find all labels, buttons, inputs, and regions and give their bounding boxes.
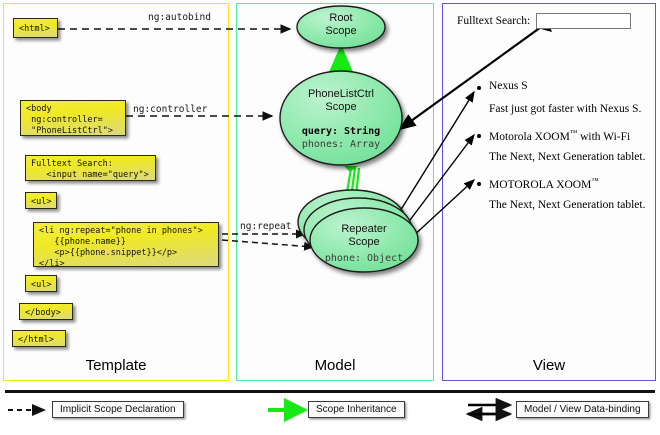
ng-repeat-label: ng:repeat (240, 221, 292, 232)
ellipse-root-scope (296, 5, 386, 49)
legend-model-view-data-binding[interactable]: Model / View Data-binding (516, 401, 649, 418)
repeater-scope-props: phone: Object (304, 253, 424, 266)
ellipse-repeater-scope-stack (297, 189, 419, 273)
view-item-name-2-text: MOTOROLA XOOM (489, 178, 592, 191)
phonelistctrl-scope-props: query: String phones: Array (281, 126, 401, 151)
legend-divider (5, 390, 655, 393)
view-item-name-1: Motorola XOOM™ with Wi-Fi (489, 128, 630, 143)
panel-label-template: Template (85, 357, 147, 374)
ul-open-box[interactable]: <ul> (25, 192, 57, 209)
ul-close-box[interactable]: <ul> (25, 275, 57, 292)
root-scope-line1: Root (329, 12, 353, 24)
html-close-box[interactable]: </html> (12, 330, 66, 347)
trademark-icon: ™ (591, 176, 599, 185)
panel-label-view: View (532, 357, 566, 374)
connector-databinding-items (396, 90, 476, 239)
repeater-line2: Scope (348, 235, 380, 248)
legend-arrow-layer (8, 397, 513, 422)
connector-ng-repeat (221, 229, 315, 251)
body-open-box[interactable]: <body ng:controller= "PhoneListCtrl"> (20, 100, 126, 136)
prop-phone: phone: Object (324, 253, 404, 264)
prop-query: query: String (301, 126, 381, 137)
trademark-icon: ™ (569, 128, 578, 137)
root-scope-line2: Scope (325, 24, 357, 37)
view-item-name-1-text: Motorola XOOM (489, 130, 570, 143)
view-item-name-0: Nexus S (489, 80, 528, 92)
phonelistctrl-line2: Scope (325, 100, 357, 113)
repeater-line1: Repeater (341, 223, 387, 235)
panel-label-model: Model (314, 357, 356, 374)
view-item-snippet-0: Fast just got faster with Nexus S. (489, 103, 642, 115)
phonelistctrl-line1: PhoneListCtrl (307, 88, 375, 100)
view-item-suffix-1: with Wi-Fi (577, 130, 631, 143)
view-item-snippet-2: The Next, Next Generation tablet. (489, 199, 646, 211)
ellipse-phonelistctrl-scope (279, 70, 403, 166)
ng-autobind-label: ng:autobind (148, 12, 211, 23)
view-item-snippet-1: The Next, Next Generation tablet. (489, 151, 646, 163)
search-input[interactable] (536, 13, 631, 29)
legend-implicit-scope-declaration[interactable]: Implicit Scope Declaration (52, 401, 184, 418)
view-search-label: Fulltext Search: (457, 15, 531, 27)
list-bullet (477, 86, 481, 90)
list-bullet (477, 134, 481, 138)
li-repeat-box[interactable]: <li ng:repeat="phone in phones"> {{phone… (33, 222, 219, 269)
ng-controller-label: ng:controller (133, 104, 208, 115)
panel-view (442, 3, 656, 381)
body-close-box[interactable]: </body> (19, 303, 73, 320)
list-bullet (477, 182, 481, 186)
prop-phones: phones: Array (301, 138, 381, 150)
html-open-box[interactable]: <html> (13, 18, 58, 38)
legend: Implicit Scope Declaration Scope Inherit… (0, 388, 660, 435)
view-item-name-2: MOTOROLA XOOM™ (489, 176, 599, 191)
legend-scope-inheritance[interactable]: Scope Inheritance (308, 401, 405, 418)
fulltext-search-box[interactable]: Fulltext Search: <input name="query"> (25, 155, 156, 181)
